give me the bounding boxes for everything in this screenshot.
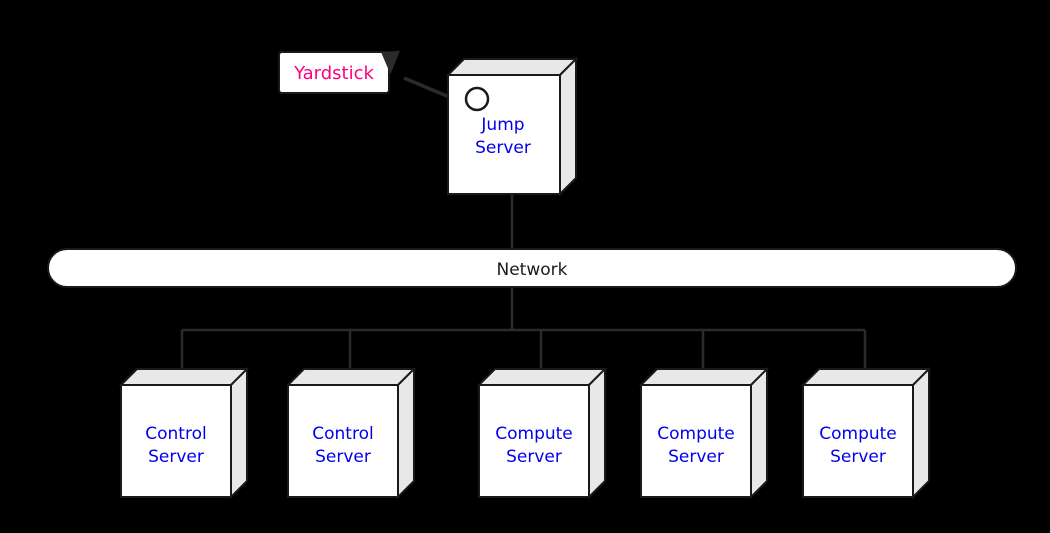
server-4-label-line1: Compute — [657, 424, 735, 444]
server-5-front-face[interactable] — [802, 384, 914, 498]
network-label: Network — [497, 260, 568, 280]
jump-server-label-line1: Jump — [480, 115, 524, 135]
server-3-label-line2: Server — [506, 447, 562, 467]
server-2-top-face — [285, 368, 417, 386]
node-control-server-2[interactable]: Control Server — [285, 366, 417, 500]
server-2-front-face[interactable] — [287, 384, 399, 498]
node-compute-server-3[interactable]: Compute Server — [800, 366, 932, 500]
server-1-label-line1: Control — [145, 424, 206, 444]
server-2-side-face — [397, 366, 415, 500]
server-3-top-face — [476, 368, 608, 386]
node-compute-server-1[interactable]: Compute Server — [476, 366, 608, 500]
yardstick-box[interactable] — [278, 51, 390, 94]
arrow-head — [381, 50, 401, 75]
server-3-side-face — [588, 366, 606, 500]
node-compute-server-2[interactable]: Compute Server — [638, 366, 770, 500]
network-bar-shape[interactable] — [47, 248, 1017, 288]
server-1-label-line2: Server — [148, 447, 204, 467]
server-5-label-line2: Server — [830, 447, 886, 467]
yardstick-annotation[interactable]: Yardstick — [278, 51, 390, 94]
connector-group — [180, 194, 867, 370]
server-1-top-face — [118, 368, 250, 386]
server-4-front-face[interactable] — [640, 384, 752, 498]
server-4-top-face — [638, 368, 770, 386]
server-5-top-face — [800, 368, 932, 386]
server-5-label-line1: Compute — [819, 424, 897, 444]
server-4-side-face — [750, 366, 768, 500]
server-2-label-line2: Server — [315, 447, 371, 467]
server-4-label-line2: Server — [668, 447, 724, 467]
server-2-label-line1: Control — [312, 424, 373, 444]
network-bar[interactable]: Network — [47, 248, 1017, 288]
node-jump-server[interactable]: Jump Server — [445, 56, 579, 197]
circle-port-icon[interactable] — [464, 86, 490, 112]
yardstick-label: Yardstick — [293, 63, 374, 84]
server-1-front-face[interactable] — [120, 384, 232, 498]
jump-server-top-face — [445, 58, 579, 76]
server-3-front-face[interactable] — [478, 384, 590, 498]
server-5-side-face — [912, 366, 930, 500]
server-3-label-line1: Compute — [495, 424, 573, 444]
jump-server-label-line2: Server — [475, 138, 531, 158]
jump-server-side-face — [559, 56, 577, 197]
node-control-server-1[interactable]: Control Server — [118, 366, 250, 500]
server-1-side-face — [230, 366, 248, 500]
